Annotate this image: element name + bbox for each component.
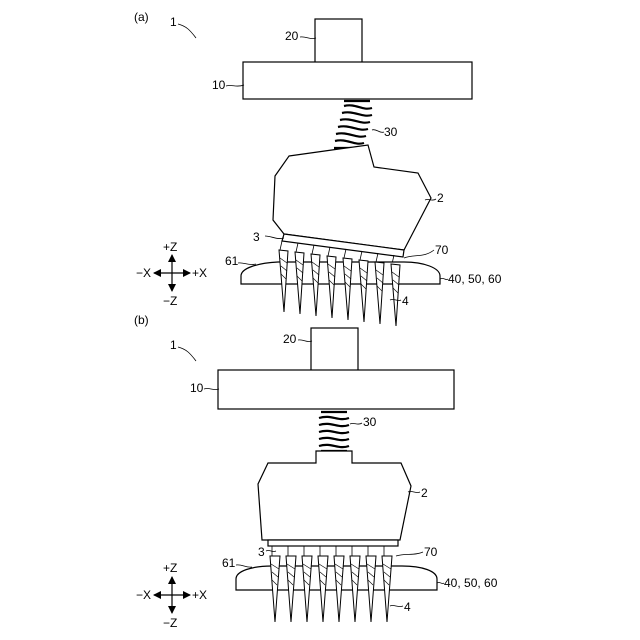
axis-minus-x: −X — [136, 266, 151, 280]
axis-minus-x: −X — [136, 588, 151, 602]
axis-plus-z: +Z — [163, 561, 177, 575]
panel-a-spring — [334, 101, 372, 148]
panel-a-plate-label-text: 10 — [212, 78, 226, 92]
needle — [391, 264, 400, 326]
panel-a-layer-label: 70 — [435, 243, 449, 257]
panel-b-head — [258, 451, 411, 540]
panel-b-device-ref: 1 — [170, 338, 177, 352]
needle — [343, 258, 352, 320]
axis-plus-x: +X — [192, 266, 207, 280]
panel-b-label: (b) — [134, 313, 149, 327]
panel-a-axes: +Z −Z +X −X — [136, 240, 207, 308]
panel-a-device-ref: 1 — [170, 15, 177, 29]
panel-b-shaft-label: 20 — [283, 332, 297, 346]
panel-b-spring-label: 30 — [363, 415, 377, 429]
needle — [359, 260, 368, 322]
panel-b-base-label: 3 — [258, 545, 265, 559]
panel-a-shaft-label: 20 — [285, 29, 299, 43]
panel-a-plate — [243, 62, 472, 99]
panel-a-substrate-label: 40, 50, 60 — [448, 272, 502, 286]
panel-b-device-leader — [178, 347, 196, 361]
panel-b-head-label: 2 — [421, 486, 428, 500]
panel-a-stage-label: 61 — [225, 254, 239, 268]
panel-a-stage — [241, 262, 440, 284]
panel-a-device-leader — [178, 24, 196, 38]
panel-b-plate — [218, 370, 454, 409]
panel-b-axes: +Z −Z +X −X — [136, 561, 207, 630]
panel-a-needles-label: 4 — [402, 294, 409, 308]
needle — [311, 254, 320, 316]
panel-a-base-label: 3 — [253, 230, 260, 244]
panel-b-layer-label: 70 — [424, 545, 438, 559]
panel-b-spring — [319, 412, 349, 451]
panel-b-base — [268, 540, 398, 546]
panel-b-substrate-label: 40, 50, 60 — [444, 576, 498, 590]
panel-b: (b) 1 20 10 30 2 3 70 — [134, 313, 498, 630]
panel-a-shaft — [315, 19, 362, 63]
axis-plus-z: +Z — [163, 240, 177, 254]
panel-a: (a) 1 20 10 30 2 3 — [134, 10, 502, 326]
panel-a-head-label: 2 — [437, 191, 444, 205]
panel-a-spring-label: 30 — [384, 125, 398, 139]
panel-b-needles-label: 4 — [404, 600, 411, 614]
needle — [327, 256, 336, 318]
axis-minus-z: −Z — [163, 294, 177, 308]
needle — [375, 262, 384, 324]
panel-a-head — [273, 145, 431, 250]
panel-b-shaft — [311, 328, 358, 372]
axis-minus-z: −Z — [163, 616, 177, 630]
panel-b-stage-label: 61 — [222, 556, 236, 570]
panel-a-label: (a) — [134, 10, 149, 24]
panel-b-plate-label: 10 — [190, 381, 204, 395]
axis-plus-x: +X — [192, 588, 207, 602]
